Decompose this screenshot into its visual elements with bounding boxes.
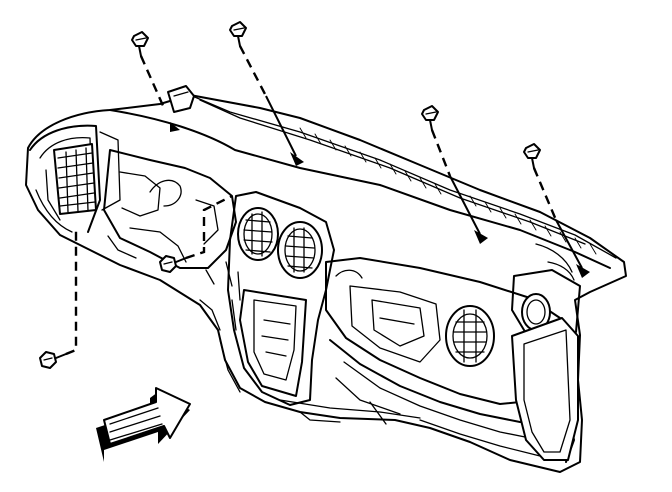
top-surface-edge <box>109 109 611 269</box>
bolt-top-center <box>229 21 304 166</box>
mounting-tab-left <box>167 85 195 113</box>
bolt-top-left <box>131 31 180 132</box>
glove-box-opening <box>349 285 441 363</box>
center-vents <box>237 207 323 279</box>
left-end-cap <box>29 124 101 233</box>
center-stack <box>227 191 335 406</box>
defroster-rail-2 <box>199 99 586 245</box>
passenger-vent <box>445 305 495 367</box>
instrument-panel <box>25 85 627 473</box>
front-of-vehicle-arrow <box>96 387 191 462</box>
bolt-top-right <box>421 105 488 244</box>
defroster-rail <box>189 94 617 259</box>
bolt-left-middle <box>159 194 233 273</box>
fasteners <box>39 21 590 369</box>
bolt-left-lower <box>39 228 78 369</box>
left-side-vent <box>53 143 97 215</box>
knee-bolster-face <box>511 317 579 461</box>
radio-cavity <box>239 289 307 397</box>
defroster-slots <box>299 127 597 255</box>
bolt-right <box>523 143 590 278</box>
steering-column-opening <box>103 149 237 269</box>
